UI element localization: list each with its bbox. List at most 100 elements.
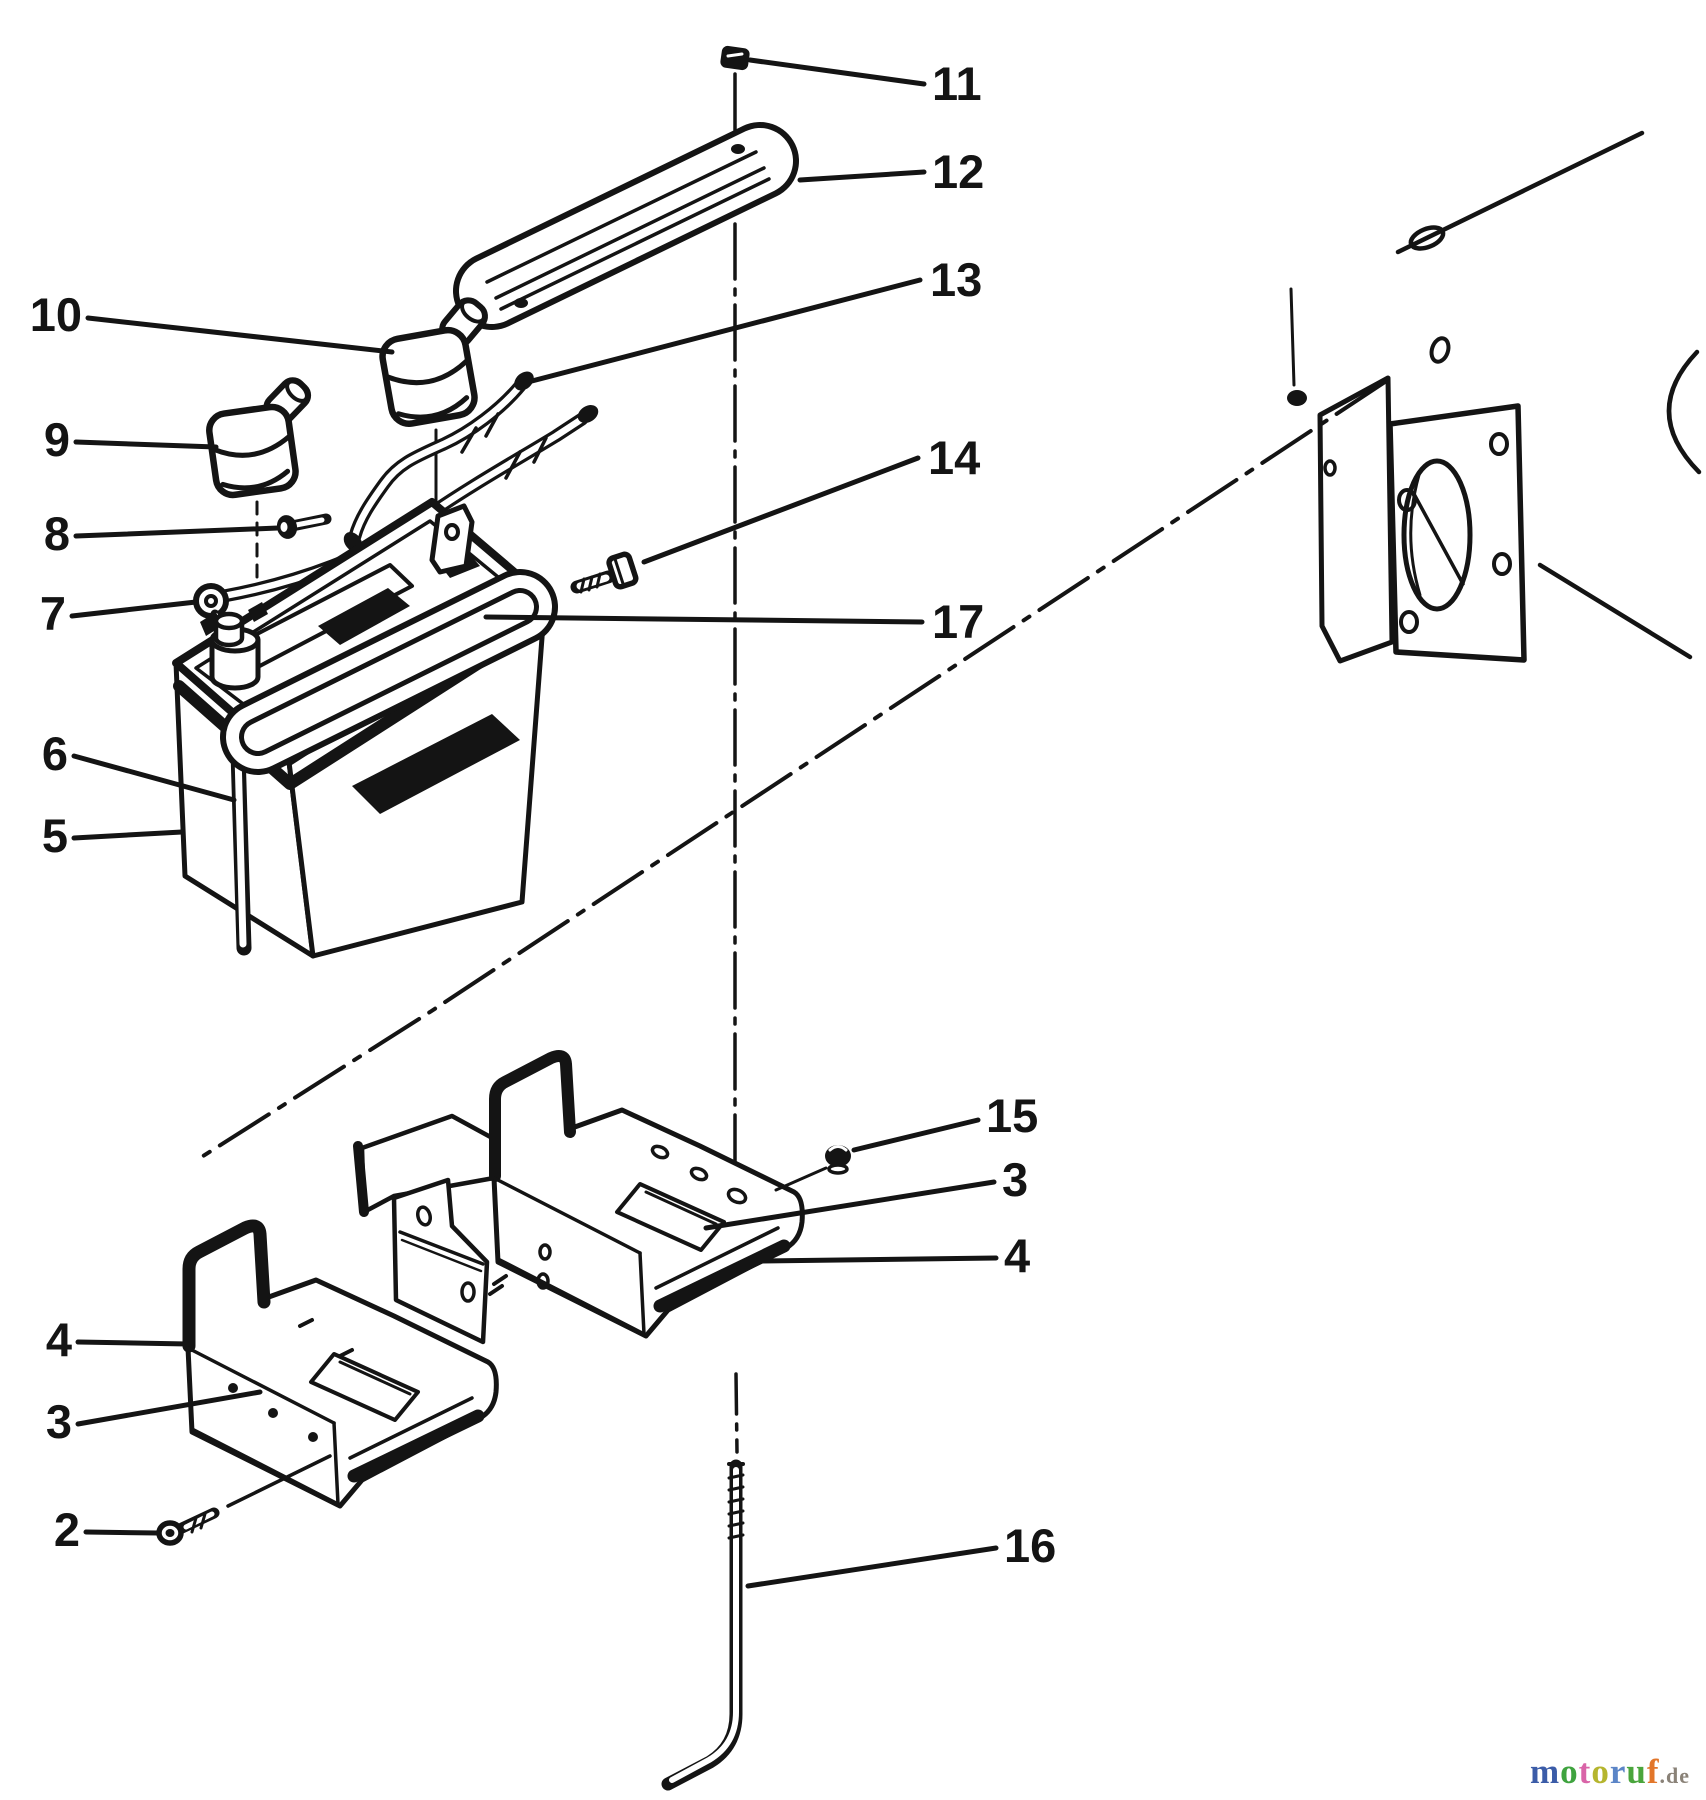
tray-plate-hole-1 — [538, 1243, 552, 1261]
tray-fold-line — [186, 1346, 336, 1425]
tray-hole-1 — [650, 1144, 670, 1160]
leader-lines — [69, 57, 999, 1589]
leader-17 — [483, 614, 925, 625]
callout-10: 10 — [30, 288, 82, 341]
frame-slot-hole — [1408, 225, 1446, 251]
callout-labels: 10 9 8 7 6 5 4 3 2 11 12 13 14 17 15 3 4… — [30, 57, 1057, 1572]
callout-17: 17 — [932, 595, 984, 648]
watermark-letter: u — [1626, 1752, 1647, 1791]
terminal-cover-10 — [379, 297, 488, 427]
callout-6: 6 — [42, 727, 68, 780]
bracket-side-hole — [1323, 459, 1337, 477]
watermark-letter: t — [1578, 1752, 1592, 1791]
watermark-suffix: .de — [1659, 1763, 1690, 1788]
tray-hole-2 — [689, 1166, 709, 1182]
hold-down-rod-6 — [230, 744, 252, 956]
wing-bent-edge — [353, 1141, 369, 1217]
callout-15: 15 — [986, 1089, 1038, 1142]
tray-back-flange — [489, 1050, 576, 1182]
callout-13: 13 — [930, 253, 982, 306]
watermark-letter: o — [1591, 1752, 1610, 1791]
battery-vent-band — [318, 588, 410, 645]
callout-16: 16 — [1004, 1519, 1056, 1572]
flange-hole-3 — [1489, 432, 1509, 456]
bar-hole-bottom — [514, 298, 528, 308]
leader-6 — [71, 753, 237, 803]
cable-13-tip-upper — [514, 371, 534, 391]
tray-hole-1 — [228, 1383, 238, 1393]
tray-plate-hole-2 — [536, 1272, 550, 1290]
tray-fold-line — [492, 1176, 642, 1255]
frame-cutout-curve — [1666, 349, 1702, 475]
assembly-axis-vertical — [733, 72, 739, 1454]
hold-down-bar-12 — [453, 122, 799, 330]
leader-13 — [525, 277, 923, 385]
frame-small-hole — [1429, 336, 1451, 364]
leader-15 — [851, 1117, 981, 1153]
tray-rib — [615, 1182, 726, 1252]
bolt-2 — [156, 1454, 332, 1546]
callout-2: 2 — [54, 1503, 80, 1556]
assembly-axis-diagonal — [198, 380, 1387, 1160]
battery-tray-upper — [353, 1050, 805, 1345]
leader-11 — [747, 57, 927, 87]
flange-nut-11 — [720, 45, 750, 71]
leader-12 — [797, 169, 927, 183]
callout-12: 12 — [932, 145, 984, 198]
battery-post — [200, 602, 268, 691]
tray-front-lip — [347, 1409, 485, 1483]
leader-5 — [71, 829, 185, 841]
hold-down-strap-17 — [220, 569, 558, 775]
callout-14: 14 — [928, 431, 980, 484]
leader-14 — [641, 455, 921, 565]
callout-7: 7 — [40, 587, 66, 640]
leader-4-upper — [755, 1255, 999, 1264]
leader-10 — [85, 315, 395, 355]
leader-9 — [73, 439, 219, 450]
mount-bracket — [1287, 287, 1527, 664]
leader-3-upper — [703, 1179, 997, 1231]
flange-hole-4 — [1492, 552, 1512, 576]
bracket-side-plate — [1317, 375, 1395, 664]
callout-11: 11 — [932, 57, 982, 110]
flange-bore — [1401, 458, 1473, 612]
callout-4-upper: 4 — [1004, 1229, 1030, 1282]
j-bolt-16 — [661, 1459, 745, 1791]
tray-hole-3 — [308, 1432, 318, 1442]
battery-label-band — [352, 714, 520, 814]
watermark-letter: m — [1530, 1752, 1561, 1791]
terminal-bolt-8 — [276, 513, 332, 539]
bar-hole-top — [731, 144, 745, 154]
gusset-hole — [416, 1205, 432, 1227]
cable-7-tip — [577, 405, 599, 423]
flange-hole-2 — [1399, 610, 1419, 634]
flange-bore-line — [1412, 492, 1465, 586]
tray-hole-2 — [268, 1408, 278, 1418]
callout-9: 9 — [44, 413, 70, 466]
frame-rail — [1395, 130, 1702, 660]
callout-4-lower: 4 — [46, 1313, 72, 1366]
watermark-letter: r — [1609, 1752, 1627, 1791]
callout-3-lower: 3 — [46, 1395, 72, 1448]
tray-front-lip — [653, 1239, 791, 1313]
terminal-cover-9 — [206, 377, 312, 499]
battery-tray-lower — [182, 1219, 499, 1509]
tray-back-flange — [182, 1219, 271, 1353]
leader-2 — [83, 1529, 161, 1536]
ring-terminal-7 — [193, 583, 229, 619]
callout-5: 5 — [42, 809, 68, 862]
leader-4-lower — [75, 1339, 191, 1347]
tray-rib — [309, 1352, 420, 1422]
watermark-letter: f — [1646, 1752, 1660, 1791]
watermark-motoruf: motoruf.de — [1530, 1752, 1690, 1792]
gusset-plate — [391, 1177, 490, 1345]
callout-8: 8 — [44, 507, 70, 560]
bolt-14 — [570, 551, 639, 594]
flange-nut-15 — [774, 1145, 851, 1192]
gusset-plate-hole — [460, 1281, 476, 1303]
leader-8 — [73, 525, 281, 539]
callout-3-upper: 3 — [1002, 1153, 1028, 1206]
bracket-stud — [1287, 390, 1307, 406]
